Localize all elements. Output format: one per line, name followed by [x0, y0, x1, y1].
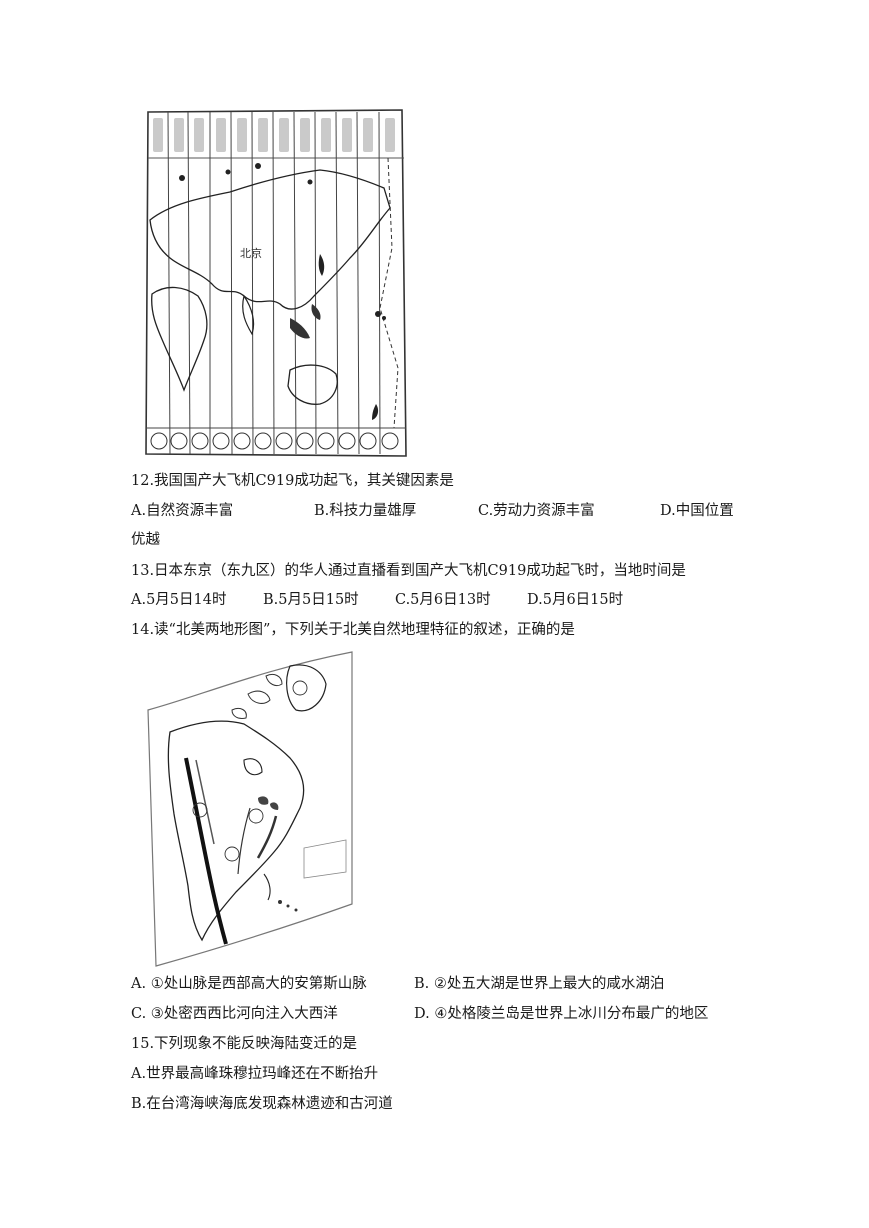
q12-option-c[interactable]: C.劳动力资源丰富 [478, 503, 595, 519]
map-label-beijing: 北京 [240, 246, 262, 260]
time-zone-map-figure: 北京 [140, 108, 412, 460]
q13-option-c[interactable]: C.5月6日13时 [395, 592, 491, 608]
q13-option-a[interactable]: A.5月5日14时 [131, 592, 227, 608]
time-zone-map: 北京 [145, 109, 407, 457]
q13-option-b[interactable]: B.5月5日15时 [263, 592, 359, 608]
q15-option-a[interactable]: A.世界最高峰珠穆拉玛峰还在不断抬升 [131, 1066, 379, 1082]
north-america-map [147, 651, 353, 967]
north-america-map-figure [140, 648, 362, 968]
q14-option-c[interactable]: C. ③处密西西比河向注入大西洋 [131, 1006, 338, 1022]
q12-option-d-wrap: 优越 [131, 532, 160, 548]
q14-option-d[interactable]: D. ④处格陵兰岛是世界上冰川分布最广的地区 [414, 1006, 709, 1022]
q15-option-b[interactable]: B.在台湾海峡海底发现森林遗迹和古河道 [131, 1096, 393, 1112]
q12-option-b[interactable]: B.科技力量雄厚 [314, 503, 417, 519]
q14-option-a[interactable]: A. ①处山脉是西部高大的安第斯山脉 [131, 976, 367, 992]
q12-option-a[interactable]: A.自然资源丰富 [131, 503, 234, 519]
q12-stem: 12.我国国产大飞机C919成功起飞，其关键因素是 [131, 473, 454, 489]
q12-option-d[interactable]: D.中国位置 [660, 503, 734, 519]
q15-stem: 15.下列现象不能反映海陆变迁的是 [131, 1036, 358, 1052]
q13-option-d[interactable]: D.5月6日15时 [527, 592, 624, 608]
q14-stem: 14.读“北美两地形图”，下列关于北美自然地理特征的叙述，正确的是 [131, 622, 575, 638]
q14-option-b[interactable]: B. ②处五大湖是世界上最大的咸水湖泊 [414, 976, 665, 992]
q13-stem: 13.日本东京（东九区）的华人通过直播看到国产大飞机C919成功起飞时，当地时间… [131, 563, 686, 579]
